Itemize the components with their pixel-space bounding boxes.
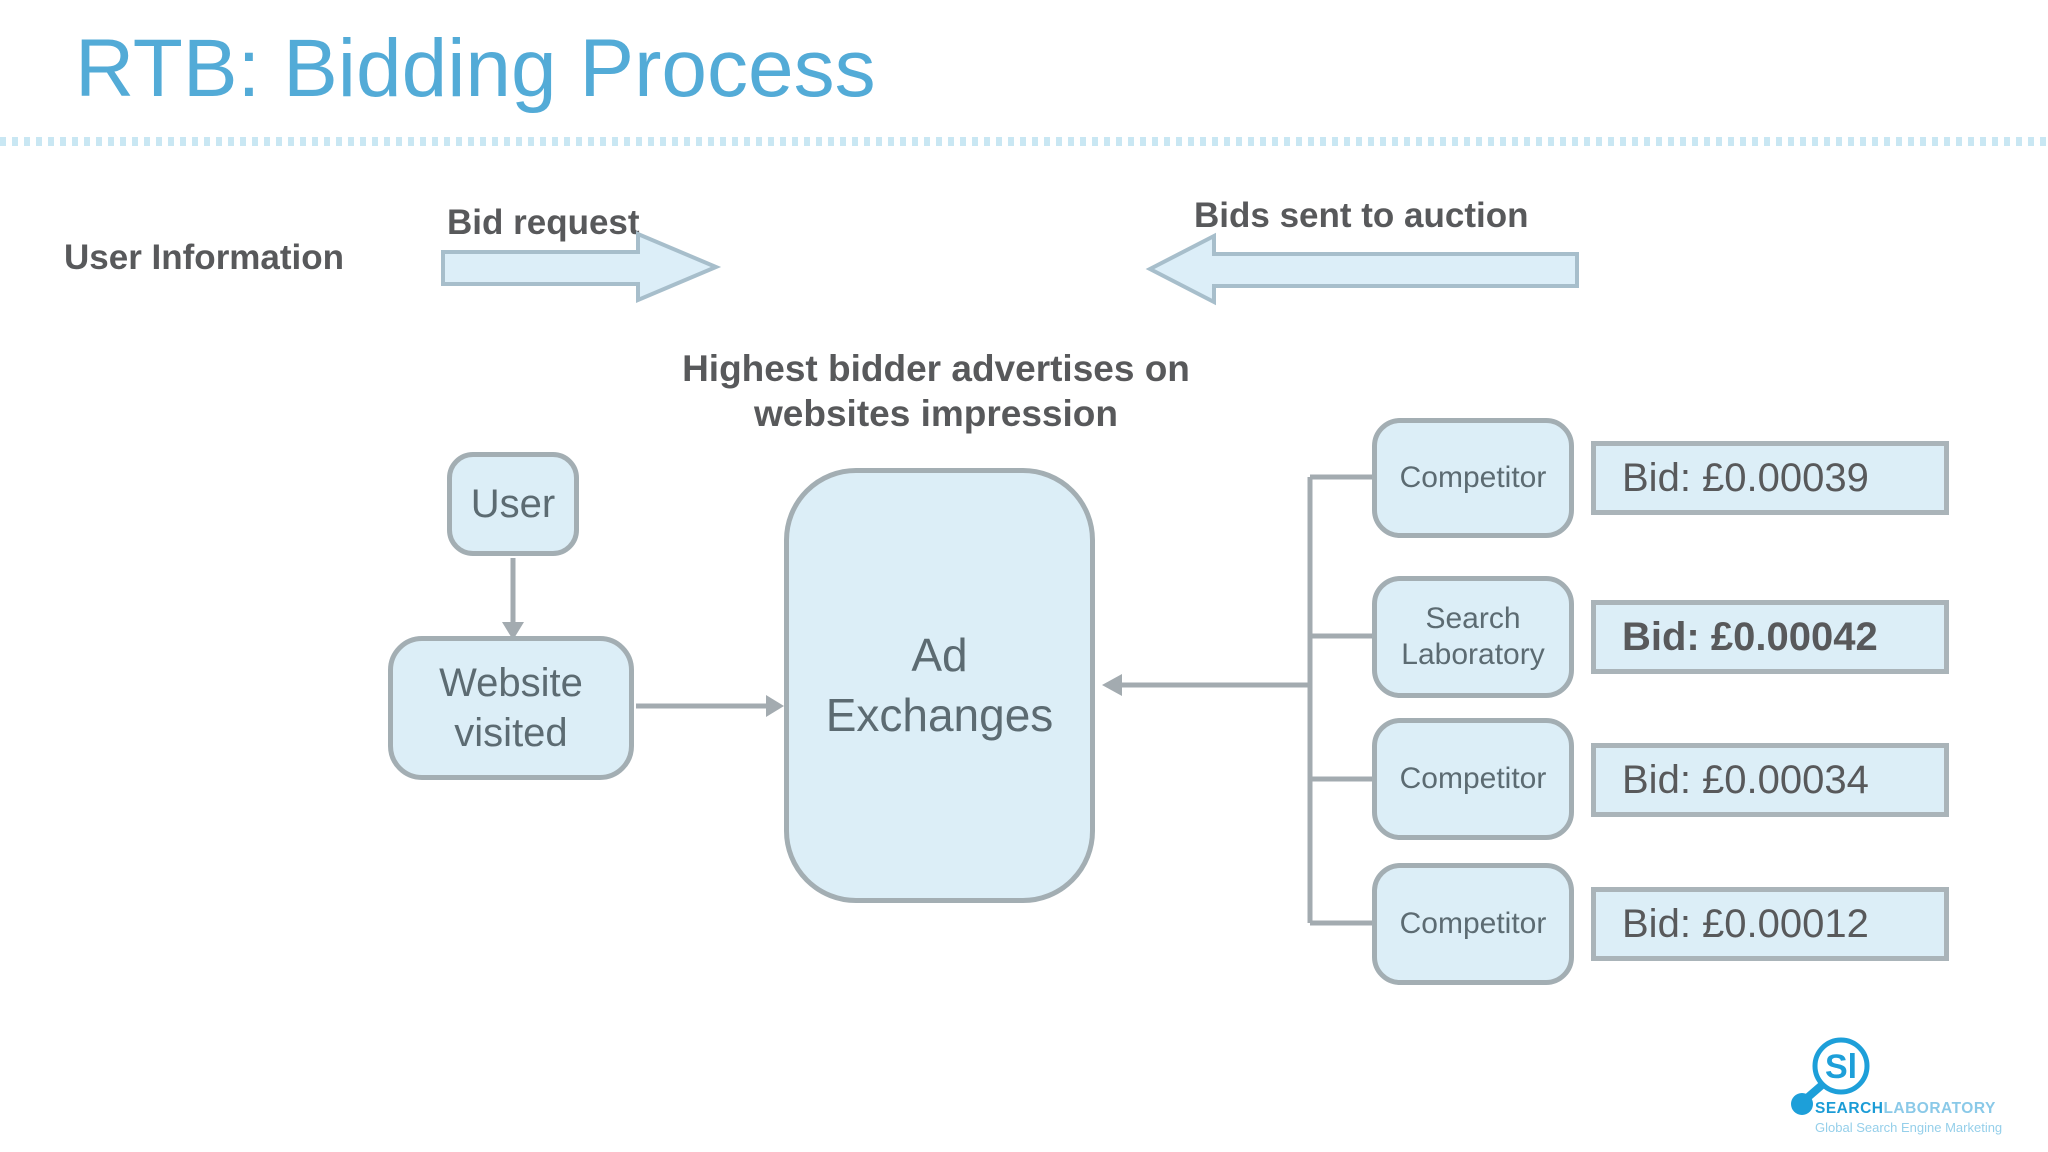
bids-sent-label: Bids sent to auction: [1194, 196, 1529, 235]
caption-line-2: websites impression: [754, 393, 1118, 435]
bid-value-box-3: Bid: £0.00034: [1591, 743, 1949, 817]
caption-line-1: Highest bidder advertises on: [682, 348, 1190, 389]
bidder-name: Competitor: [1399, 907, 1547, 940]
bid-value: Bid: £0.00012: [1622, 901, 1869, 946]
bids-sent-arrow-icon: [1145, 232, 1579, 306]
website-visited-node: Website visited: [388, 636, 634, 780]
bid-request-label: Bid request: [447, 203, 640, 242]
ad-exchanges-node: Ad Exchanges: [784, 468, 1095, 903]
logo-brand-text: SEARCHLABORATORY: [1815, 1100, 1996, 1118]
dotted-divider: [0, 137, 2048, 146]
bid-value: Bid: £0.00039: [1622, 455, 1869, 500]
bid-value-box-4: Bid: £0.00012: [1591, 887, 1949, 961]
bid-value-box-1: Bid: £0.00039: [1591, 441, 1949, 515]
ad-exchanges-label: Ad Exchanges: [825, 628, 1054, 741]
bidders-bracket-arrow-icon: [1102, 474, 1374, 926]
bidder-name: Search Laboratory: [1401, 602, 1545, 671]
user-to-website-arrow-icon: [502, 558, 524, 640]
highest-bidder-caption: Highest bidder advertises on websites im…: [640, 346, 1232, 436]
bidder-name: Competitor: [1399, 762, 1547, 795]
logo-brand-bold: SEARCH: [1815, 1100, 1884, 1117]
bid-value: Bid: £0.00034: [1622, 757, 1869, 802]
bid-request-arrow-icon: [441, 230, 722, 304]
bidder-node-competitor-1: Competitor: [1372, 418, 1574, 538]
website-to-adexchange-arrow-icon: [636, 695, 784, 717]
logo-tagline: Global Search Engine Marketing: [1815, 1120, 2003, 1135]
bid-value: Bid: £0.00042: [1622, 614, 1878, 659]
logo-brand-light: LABORATORY: [1883, 1100, 1996, 1117]
bidder-node-competitor-2: Competitor: [1372, 718, 1574, 840]
user-node: User: [447, 452, 579, 556]
search-laboratory-logo: Sl SEARCHLABORATORY Global Search Engine…: [1788, 1028, 2038, 1140]
bidder-node-search-laboratory: Search Laboratory: [1372, 576, 1574, 698]
website-visited-label: Website visited: [439, 661, 583, 755]
bidder-name: Competitor: [1399, 461, 1547, 494]
bid-value-box-2: Bid: £0.00042: [1591, 600, 1949, 674]
page-title: RTB: Bidding Process: [75, 23, 876, 114]
magnifier-sl-icon: Sl: [1791, 1037, 1870, 1115]
bidder-node-competitor-3: Competitor: [1372, 863, 1574, 985]
user-node-label: User: [470, 481, 556, 526]
user-information-label: User Information: [64, 238, 345, 277]
svg-text:Sl: Sl: [1825, 1048, 1857, 1086]
